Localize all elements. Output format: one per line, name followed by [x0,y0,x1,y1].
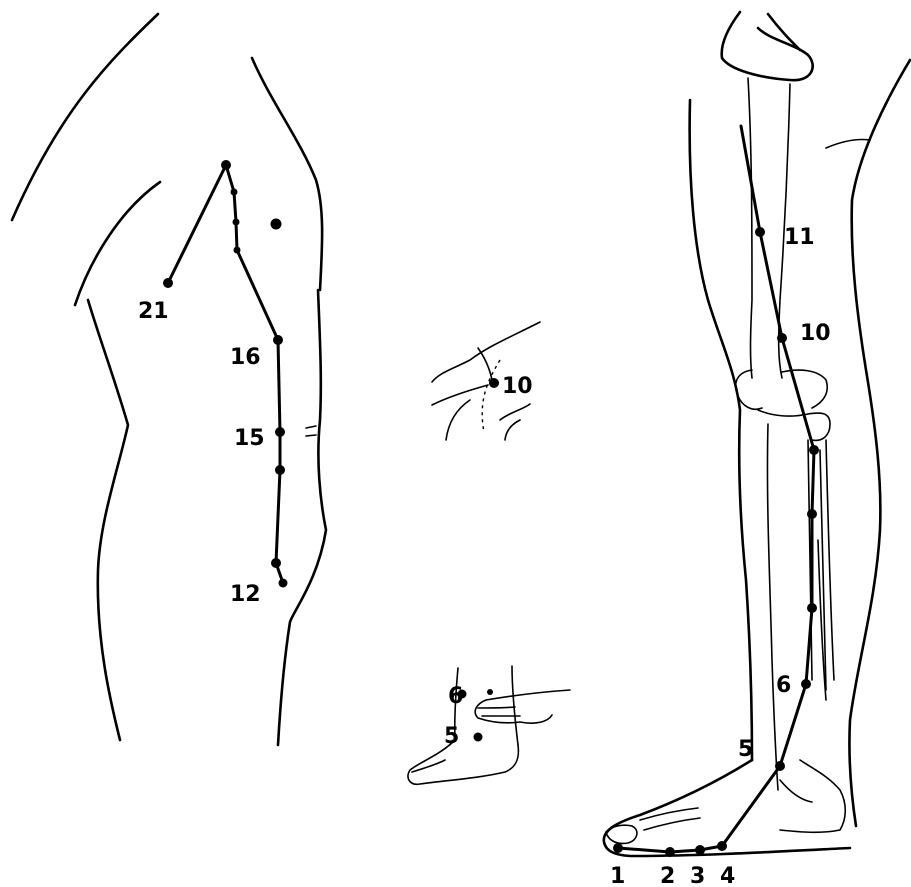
torso-left-arm-outline [12,14,158,220]
torso-figure: 21 16 15 12 [12,14,326,745]
leg-point-11 [755,227,765,237]
knee-inset-leg-outline [446,400,470,440]
leg-label-6: 6 [776,673,791,698]
ankle-inset-point-small [487,689,493,695]
leg-label-11: 11 [784,225,815,250]
torso-point-a [231,189,238,196]
torso-point-nipple [271,219,282,230]
torso-label-12: 12 [230,582,261,607]
leg-label-4: 4 [720,864,735,887]
torso-label-21: 21 [138,299,169,324]
torso-left-flank-outline [88,300,128,740]
knee-inset-shin-outline [505,420,520,440]
leg-point-3 [695,845,705,855]
knee-inset-label-10: 10 [502,374,533,399]
leg-point-5 [775,761,785,771]
ankle-inset-label-6: 6 [448,684,463,709]
leg-label-10: 10 [800,321,831,346]
torso-point-apex [221,160,231,170]
torso-point-e [271,558,281,568]
torso-point-15 [275,427,285,437]
leg-point-4 [717,841,727,851]
torso-right-shoulder-outline [252,58,322,290]
torso-point-b [233,219,240,226]
torso-point-16 [273,335,283,345]
torso-point-12 [279,579,288,588]
torso-label-16: 16 [230,345,261,370]
torso-left-side-outline [75,182,160,305]
leg-label-1: 1 [610,864,625,887]
torso-point-c [234,247,241,254]
knee-inset-point-10 [489,378,499,388]
leg-toe-outline [606,825,637,843]
leg-knee-joint-outline [758,410,830,440]
leg-label-5: 5 [738,737,753,762]
ankle-inset: 6 5 [408,666,570,784]
ankle-inset-leg-outline [455,666,518,745]
leg-point-10 [777,333,787,343]
leg-figure: 11 10 6 5 1 2 3 4 [604,12,910,887]
torso-label-15: 15 [234,426,265,451]
ankle-inset-foot-outline [408,740,518,784]
leg-hip-right-outline [849,60,910,826]
torso-right-flank-outline [278,290,326,745]
leg-point-6 [801,679,811,689]
leg-point-1 [613,843,623,853]
knee-inset-finger-outline [432,385,488,405]
leg-point-8 [807,509,817,519]
ankle-inset-hand-outline [475,690,570,723]
leg-buttock-mark [826,139,870,148]
ankle-inset-point-5 [474,733,483,742]
ankle-inset-label-5: 5 [444,724,459,749]
leg-hand-outline [722,12,813,80]
knee-inset-dotted-outline [482,360,500,432]
leg-point-2 [665,847,675,857]
leg-point-9 [809,445,819,455]
knee-inset-hand-outline [432,322,540,382]
leg-ankle-bones [780,760,845,832]
leg-label-3: 3 [690,864,705,887]
knee-inset-knee-outline [500,404,530,420]
torso-point-d [275,465,285,475]
knee-inset: 10 [432,322,540,440]
torso-waist-mark [306,426,316,436]
torso-meridian-line [168,165,283,583]
leg-point-7 [807,603,817,613]
leg-back-outline [690,100,752,760]
torso-point-21 [163,278,173,288]
leg-label-2: 2 [660,864,675,887]
